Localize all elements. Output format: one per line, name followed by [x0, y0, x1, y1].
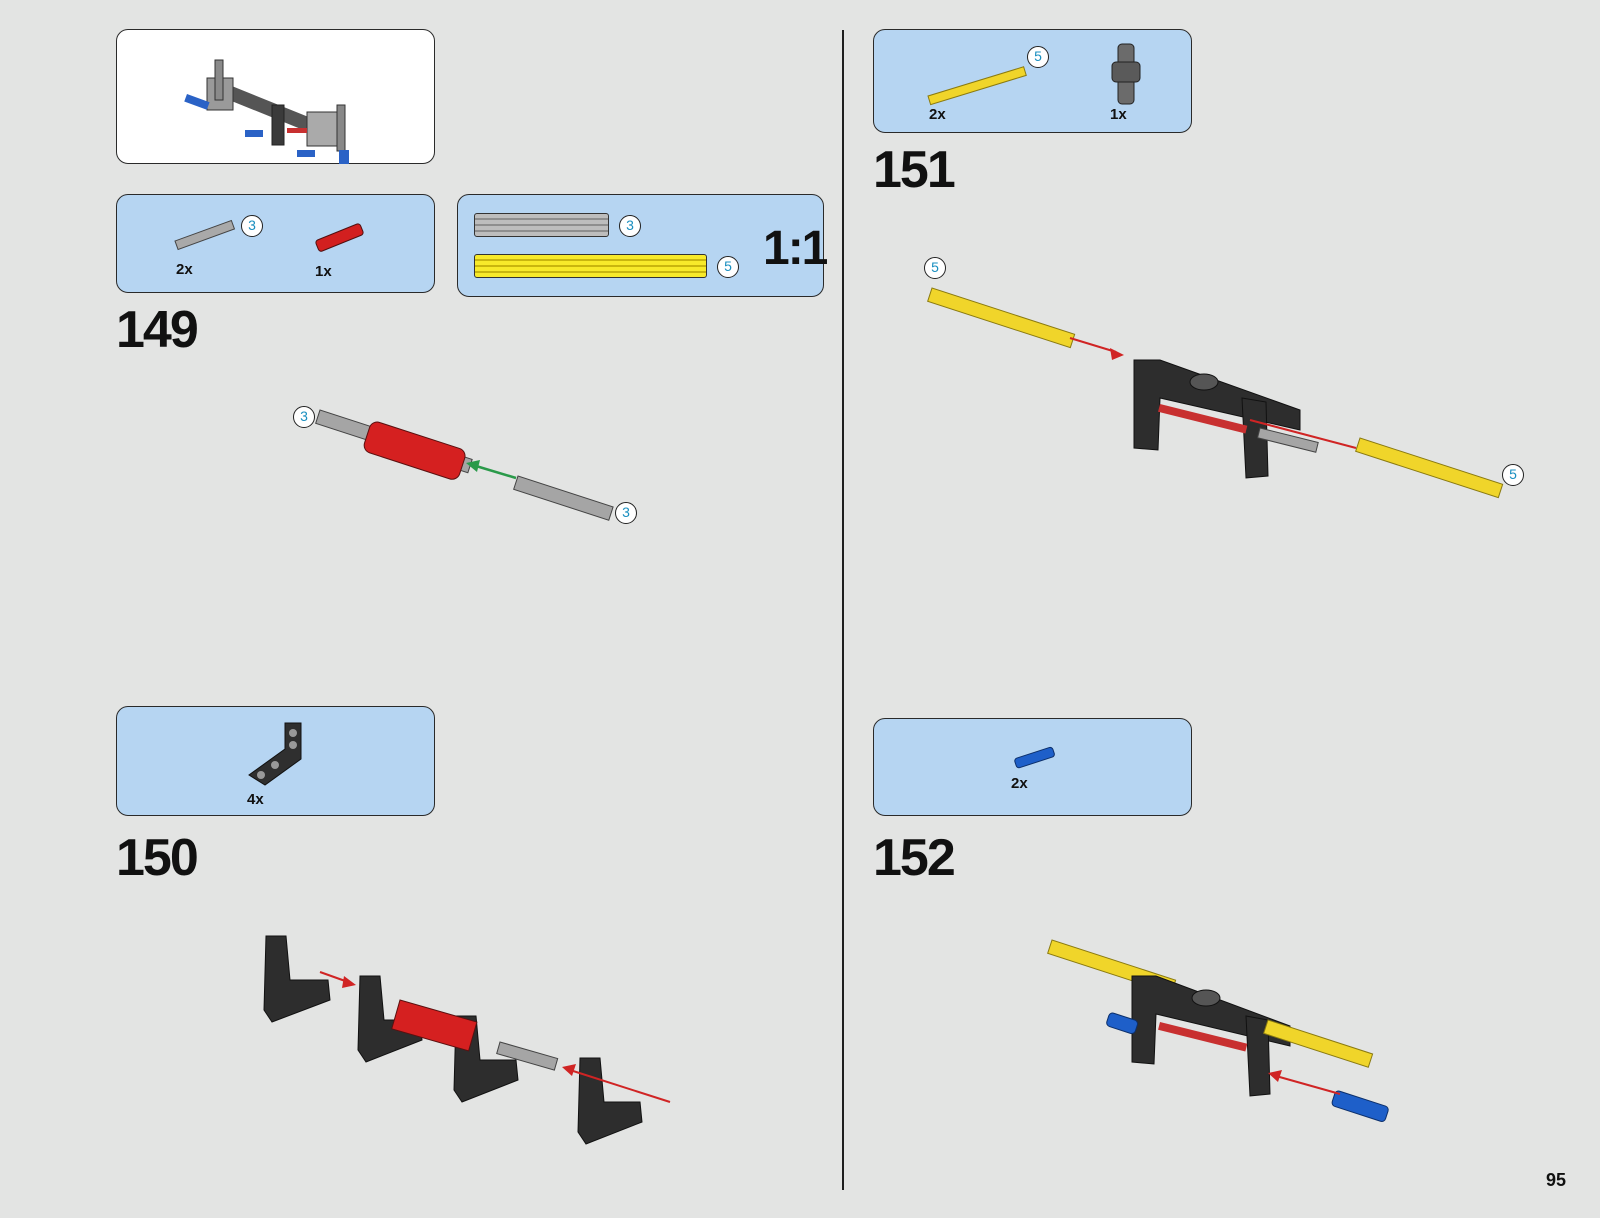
scale-bar-yellow-axle — [474, 254, 707, 278]
part-callout-length: 5 — [1027, 46, 1049, 68]
part-callout-length: 3 — [241, 215, 263, 237]
scale-reference-box: 3 5 1:1 — [457, 194, 824, 297]
assembly-callout: 5 — [924, 257, 946, 279]
step-number: 149 — [116, 300, 197, 360]
blue-pin-part — [1012, 747, 1062, 777]
step-150-parts-box: 4x — [116, 706, 435, 816]
scale-bar-grey-axle — [474, 213, 609, 237]
part-quantity: 2x — [176, 261, 193, 278]
assembly-callout: 3 — [293, 406, 315, 428]
step-151-parts-box: 5 2x 1x — [873, 29, 1192, 133]
scale-label: 1:1 — [763, 221, 826, 276]
part-quantity: 1x — [1110, 106, 1127, 123]
red-connector-part — [313, 225, 373, 265]
step-152-parts-box: 2x — [873, 718, 1192, 816]
yellow-axle-5-part — [926, 58, 1036, 108]
step-152-assembly-illustration — [1040, 930, 1460, 1150]
step-149-parts-box: 3 2x 1x — [116, 194, 435, 293]
assembly-callout: 3 — [615, 502, 637, 524]
grey-connector-part — [1106, 40, 1146, 110]
black-angle-beam-part — [245, 719, 315, 789]
step-number: 151 — [873, 140, 954, 200]
step-number: 150 — [116, 828, 197, 888]
step-number: 152 — [873, 828, 954, 888]
step-151-assembly-illustration — [920, 280, 1540, 540]
subassembly-box — [116, 29, 435, 164]
scale-callout: 5 — [717, 256, 739, 278]
part-quantity: 4x — [247, 791, 264, 808]
subassembly-model-image — [117, 30, 436, 165]
part-quantity: 2x — [929, 106, 946, 123]
step-150-assembly-illustration — [260, 930, 680, 1150]
part-quantity: 2x — [1011, 775, 1028, 792]
scale-callout: 3 — [619, 215, 641, 237]
part-quantity: 1x — [315, 263, 332, 280]
page-divider — [842, 30, 844, 1190]
assembly-callout: 5 — [1502, 464, 1524, 486]
page-number: 95 — [1546, 1170, 1566, 1191]
grey-axle-3-part — [173, 223, 243, 263]
